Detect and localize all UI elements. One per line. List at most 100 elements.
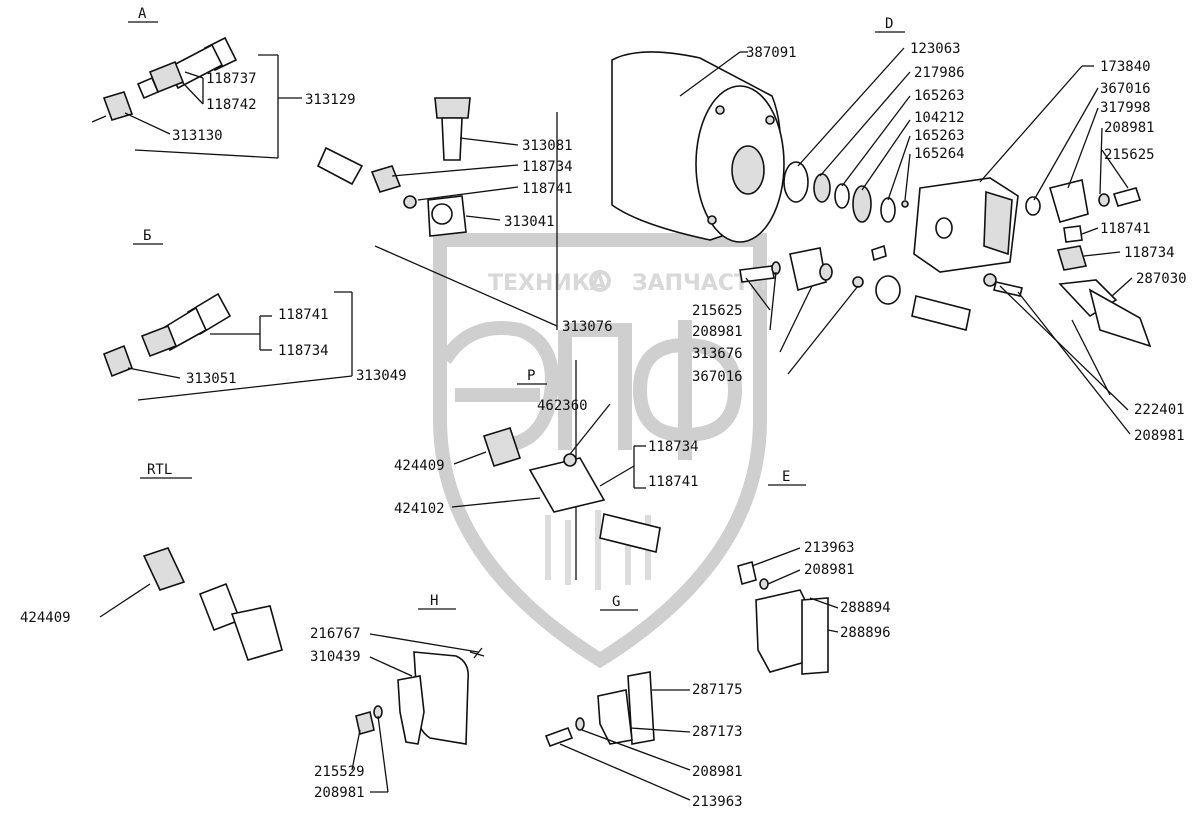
- gear-icon: [589, 270, 611, 292]
- part-hose-c: [316, 146, 364, 186]
- label-222401: 222401: [1134, 402, 1185, 418]
- label-208981-b: 208981: [692, 324, 743, 340]
- part-gear: [852, 185, 872, 223]
- part-bolt-215625: [739, 265, 775, 283]
- label-208981-a: 208981: [1104, 120, 1155, 136]
- label-208981-h: 208981: [314, 785, 365, 801]
- section-label-g: G: [612, 594, 620, 610]
- label-215625-b: 215625: [692, 303, 743, 319]
- watermark-text-left: ТЕХНИКА: [488, 271, 607, 296]
- label-118734-p: 118734: [648, 439, 699, 455]
- label-387091: 387091: [746, 45, 797, 61]
- part-hose-end: [911, 295, 971, 331]
- label-118734-b: 118734: [278, 343, 329, 359]
- label-173840: 173840: [1100, 59, 1151, 75]
- label-165264: 165264: [914, 146, 965, 162]
- section-labels: A Б D P RTL E H G: [128, 6, 905, 611]
- label-288894: 288894: [840, 600, 891, 616]
- part-plate-e: [801, 597, 829, 675]
- part-bolt-g: [544, 726, 574, 748]
- section-b-parts: [102, 291, 353, 401]
- watermark: ТЕХНИКА ЗАПЧАСТИ: [433, 233, 767, 669]
- part-bracket-h: [397, 675, 425, 745]
- label-462360: 462360: [537, 398, 588, 414]
- part-block-d: [1048, 179, 1089, 223]
- label-216767: 216767: [310, 626, 361, 642]
- label-313676: 313676: [692, 346, 743, 362]
- part-hex-b: [140, 324, 178, 358]
- label-118741-d: 118741: [1100, 221, 1151, 237]
- label-313129: 313129: [305, 92, 356, 108]
- part-ring-c: [403, 195, 417, 209]
- label-165263-a: 165263: [914, 88, 965, 104]
- section-a-parts: [91, 36, 302, 159]
- part-nut-large: [875, 275, 901, 305]
- label-118741-c: 118741: [522, 181, 573, 197]
- label-287173: 287173: [692, 724, 743, 740]
- section-label-rtl: RTL: [147, 462, 172, 478]
- label-213963-e: 213963: [804, 540, 855, 556]
- label-313130: 313130: [172, 128, 223, 144]
- label-208981-c: 208981: [1134, 428, 1185, 444]
- label-310439: 310439: [310, 649, 361, 665]
- part-nut-d: [1056, 245, 1088, 271]
- part-nut-p: [482, 427, 522, 467]
- part-bracket-g: [597, 689, 633, 745]
- label-118741-p: 118741: [648, 474, 699, 490]
- label-313051: 313051: [186, 371, 237, 387]
- part-hose-d: [1088, 288, 1152, 348]
- part-plug-p: [563, 453, 577, 467]
- label-287030: 287030: [1136, 271, 1187, 287]
- label-165263-b: 165263: [914, 128, 965, 144]
- center-top-parts: [316, 97, 577, 580]
- section-label-d: D: [885, 16, 893, 32]
- part-hose-p: [599, 513, 661, 553]
- part-seal-ring: [783, 161, 809, 203]
- section-label-h: H: [430, 593, 438, 609]
- part-plate-g: [627, 671, 655, 745]
- part-body-p: [528, 457, 606, 513]
- label-208981-e: 208981: [804, 562, 855, 578]
- label-367016-b: 367016: [692, 369, 743, 385]
- label-118741-b: 118741: [278, 307, 329, 323]
- part-washer-d: [1025, 196, 1041, 216]
- label-208981-g: 208981: [692, 764, 743, 780]
- label-217986: 217986: [914, 65, 965, 81]
- label-118734-d: 118734: [1124, 245, 1175, 261]
- label-215529: 215529: [314, 764, 365, 780]
- section-h-parts: [351, 633, 485, 793]
- section-e-parts: [737, 547, 839, 675]
- part-block-313676: [789, 247, 827, 292]
- label-313081: 313081: [522, 138, 573, 154]
- label-213963-g: 213963: [692, 794, 743, 810]
- label-313076: 313076: [562, 319, 613, 335]
- section-d-parts: [611, 51, 1152, 348]
- section-d-leaders: [679, 47, 1133, 435]
- label-313041: 313041: [504, 214, 555, 230]
- label-313049: 313049: [356, 368, 407, 384]
- label-367016-a: 367016: [1100, 81, 1151, 97]
- part-nut-a: [102, 91, 134, 121]
- label-118742: 118742: [206, 97, 257, 113]
- section-label-p: P: [527, 368, 535, 384]
- part-fitting-rtl: [142, 547, 186, 591]
- part-nut-b: [102, 344, 134, 378]
- part-banjo-bolt-head: [434, 97, 471, 119]
- label-123063: 123063: [910, 41, 961, 57]
- section-label-b: Б: [143, 228, 151, 244]
- label-118737: 118737: [206, 71, 257, 87]
- part-bolt-d: [1112, 187, 1142, 207]
- label-424409-p: 424409: [394, 458, 445, 474]
- label-317998: 317998: [1100, 100, 1151, 116]
- section-label-a: A: [138, 6, 147, 22]
- label-215625-a: 215625: [1104, 147, 1155, 163]
- section-p-parts: [451, 403, 661, 553]
- part-nut-c: [370, 165, 402, 193]
- label-118734-c: 118734: [522, 159, 573, 175]
- label-287175: 287175: [692, 682, 743, 698]
- label-424102: 424102: [394, 501, 445, 517]
- part-sensor-rtl: [230, 605, 283, 661]
- part-bolt-e: [737, 560, 757, 586]
